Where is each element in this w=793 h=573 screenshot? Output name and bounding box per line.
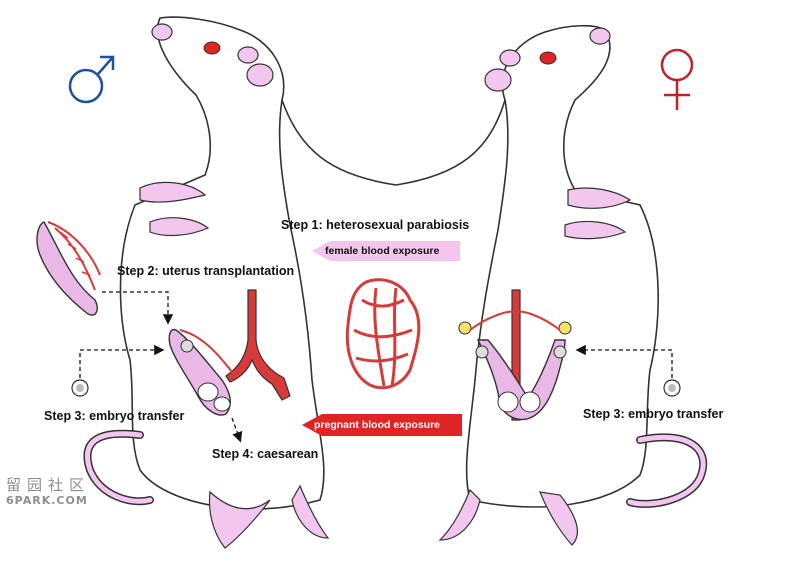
step3-right-label: Step 3: embryo transfer xyxy=(583,407,724,421)
recipient-uterus xyxy=(458,289,572,421)
vascular-network xyxy=(345,278,421,390)
watermark-chinese: 留园社区 xyxy=(6,476,91,494)
step4-label: Step 4: caesarean xyxy=(212,447,319,461)
pregnant-blood-arrow xyxy=(302,414,462,436)
male-symbol-icon xyxy=(68,55,115,104)
step1-label: Step 1: heterosexual parabiosis xyxy=(281,218,470,232)
male-rat-details xyxy=(83,23,330,549)
watermark-site: 6PARK.COM xyxy=(6,494,88,507)
process-arrows xyxy=(79,291,673,443)
transplanted-uterus xyxy=(168,289,291,416)
embryo-left xyxy=(71,379,89,397)
female-blood-arrow xyxy=(312,241,460,261)
donor-uterus xyxy=(36,221,101,316)
female-blood-label: female blood exposure xyxy=(325,245,440,257)
step2-label: Step 2: uterus transplantation xyxy=(117,264,295,278)
female-rat-details xyxy=(438,27,708,546)
pregnant-blood-label: pregnant blood exposure xyxy=(314,419,441,431)
step3-left-label: Step 3: embryo transfer xyxy=(44,409,185,423)
embryo-right xyxy=(663,379,681,397)
female-symbol-icon xyxy=(660,48,694,110)
